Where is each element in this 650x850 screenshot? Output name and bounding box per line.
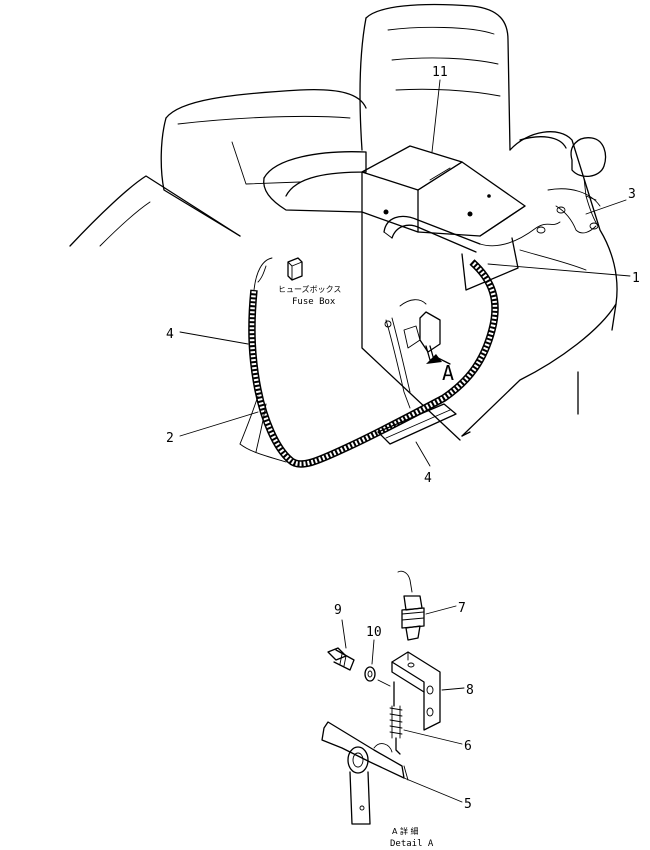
pressure-switch-part-7: [397, 570, 457, 641]
switch-assembly: [384, 299, 441, 409]
callout-1: 1: [632, 271, 640, 286]
machine-frame: [69, 175, 471, 441]
protector-plate: [377, 403, 457, 445]
fuse-box-label-en: Fuse Box: [292, 297, 336, 307]
view-marker-a: A: [442, 361, 454, 385]
callout-4-left: 4: [166, 327, 174, 342]
cable-part-2: [239, 395, 287, 463]
controller-box: [361, 145, 526, 237]
callout-4-bottom: 4: [424, 471, 432, 486]
washer-part-10: [364, 639, 391, 687]
bracket-part-8: [391, 651, 465, 731]
callout-6: 6: [464, 739, 472, 754]
callout-5: 5: [464, 797, 472, 812]
spring-part-6: [389, 681, 463, 755]
bracket-part-1: [383, 215, 519, 291]
callout-10: 10: [366, 625, 382, 640]
fuse-box-label-jp: ヒューズボックス: [278, 284, 341, 294]
wire-part-3: [479, 205, 599, 247]
bolt-part-9: [327, 619, 355, 671]
callout-2: 2: [166, 431, 174, 446]
callout-8: 8: [466, 683, 474, 698]
callout-9: 9: [334, 603, 342, 618]
lever-part-5: [321, 721, 463, 825]
callout-7: 7: [458, 601, 466, 616]
detail-label-jp: A 詳 細: [392, 826, 419, 836]
fuse-box-icon: [287, 257, 303, 281]
callout-11: 11: [432, 65, 448, 80]
operator-seat: [160, 3, 618, 437]
detail-label-en: Detail A: [390, 839, 434, 849]
harness-hose: [248, 257, 499, 468]
callout-3: 3: [628, 187, 636, 202]
view-arrow-a: A: [426, 354, 454, 385]
